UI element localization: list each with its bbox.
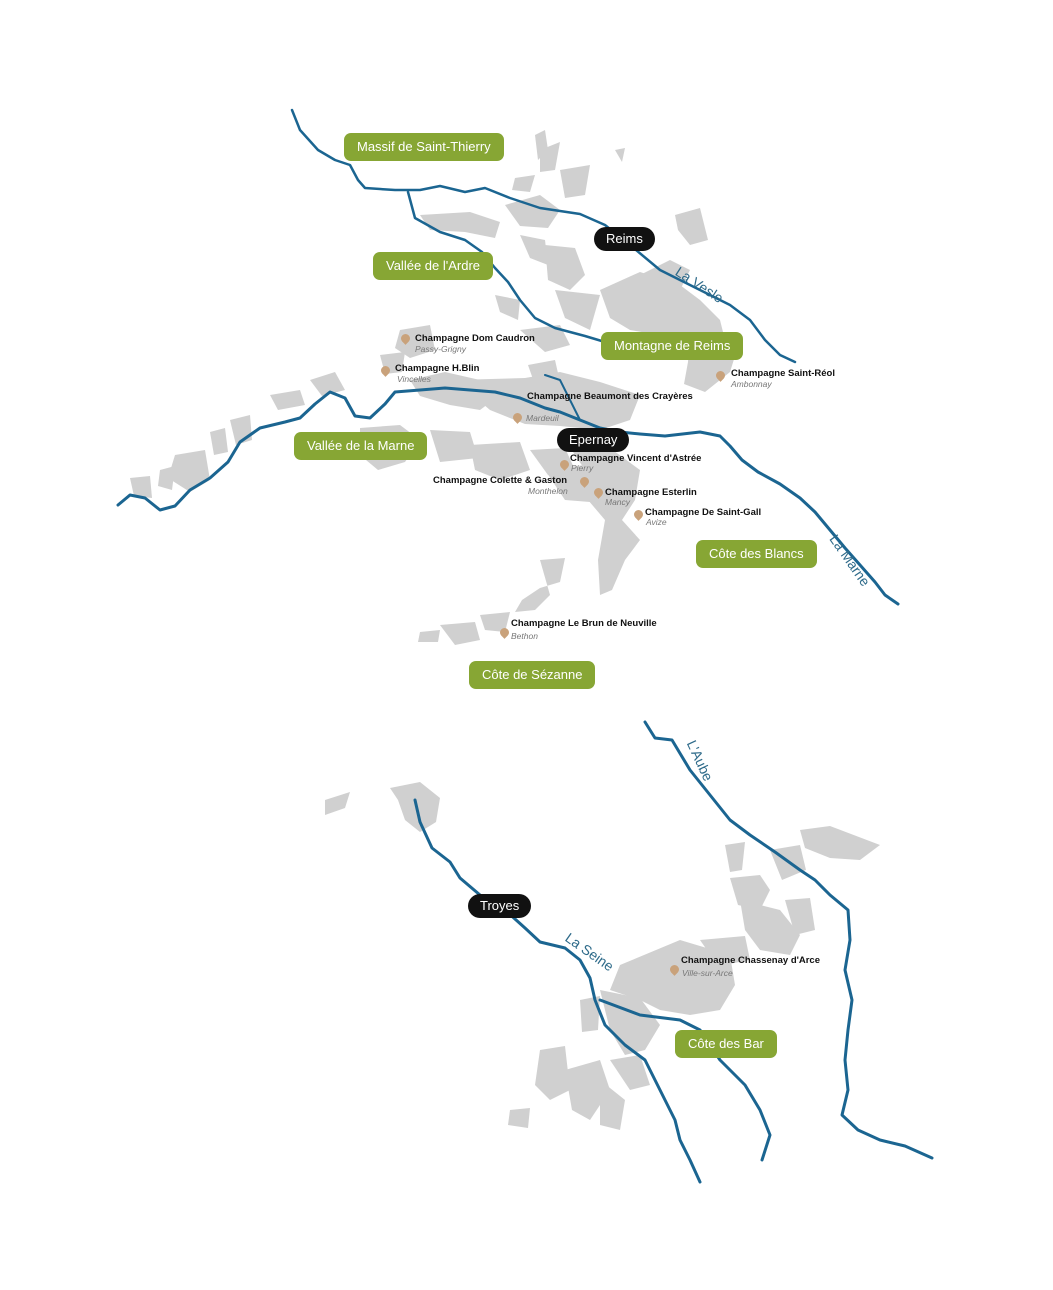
river-aube xyxy=(643,720,934,1160)
village-pierry: Pierry xyxy=(571,463,594,473)
producer-saint-reol[interactable]: Champagne Saint-Réol xyxy=(731,368,835,379)
rivers xyxy=(116,108,934,1184)
city-troyes[interactable]: Troyes xyxy=(468,894,532,918)
city-reims[interactable]: Reims xyxy=(594,227,655,251)
producer-colette-gaston[interactable]: Champagne Colette & Gaston xyxy=(433,475,568,486)
producer-h-blin[interactable]: Champagne H.Blin xyxy=(395,363,480,374)
river-ardre xyxy=(406,190,607,344)
producer-esterlin[interactable]: Champagne Esterlin xyxy=(605,487,697,498)
region-cote-des-bar[interactable]: Côte des Bar xyxy=(675,1030,777,1058)
village-bethon: Bethon xyxy=(511,631,538,641)
region-vallee-de-la-marne[interactable]: Vallée de la Marne xyxy=(294,432,428,460)
river-seine-trib xyxy=(598,998,772,1162)
village-monthelon: Monthelon xyxy=(528,486,568,496)
river-seine xyxy=(413,798,702,1184)
region-cote-de-sezanne[interactable]: Côte de Sézanne xyxy=(469,661,596,689)
river-marne-trib xyxy=(544,374,581,421)
village-ambonnay: Ambonnay xyxy=(731,379,772,389)
producer-dom-caudron[interactable]: Champagne Dom Caudron xyxy=(415,333,535,344)
village-passy-grigny: Passy-Grigny xyxy=(415,344,467,354)
region-saint-thierry[interactable]: Massif de Saint-Thierry xyxy=(344,133,504,161)
village-mancy: Mancy xyxy=(605,497,631,507)
city-epernay[interactable]: Epernay xyxy=(557,428,630,452)
region-ardre[interactable]: Vallée de l'Ardre xyxy=(373,252,494,280)
river-marne-north xyxy=(116,386,900,606)
producer-chassenay-darce[interactable]: Champagne Chassenay d'Arce xyxy=(681,955,821,966)
region-montagne-de-reims[interactable]: Montagne de Reims xyxy=(601,332,744,360)
producer-vincent-dastree[interactable]: Champagne Vincent d'Astrée xyxy=(570,453,702,464)
producer-de-saint-gall[interactable]: Champagne De Saint-Gall xyxy=(645,507,762,518)
vineyard-areas xyxy=(130,130,880,1130)
village-avize: Avize xyxy=(646,517,667,527)
village-vincelles: Vincelles xyxy=(397,374,431,384)
producer-le-brun-de-neuville[interactable]: Champagne Le Brun de Neuville xyxy=(511,618,657,629)
village-mardeuil: Mardeuil xyxy=(526,413,559,423)
village-ville-sur-arce: Ville-sur-Arce xyxy=(682,968,733,978)
region-cote-des-blancs[interactable]: Côte des Blancs xyxy=(696,540,817,568)
river-vesle xyxy=(290,108,797,364)
producer-beaumont[interactable]: Champagne Beaumont des Crayères xyxy=(527,391,693,402)
